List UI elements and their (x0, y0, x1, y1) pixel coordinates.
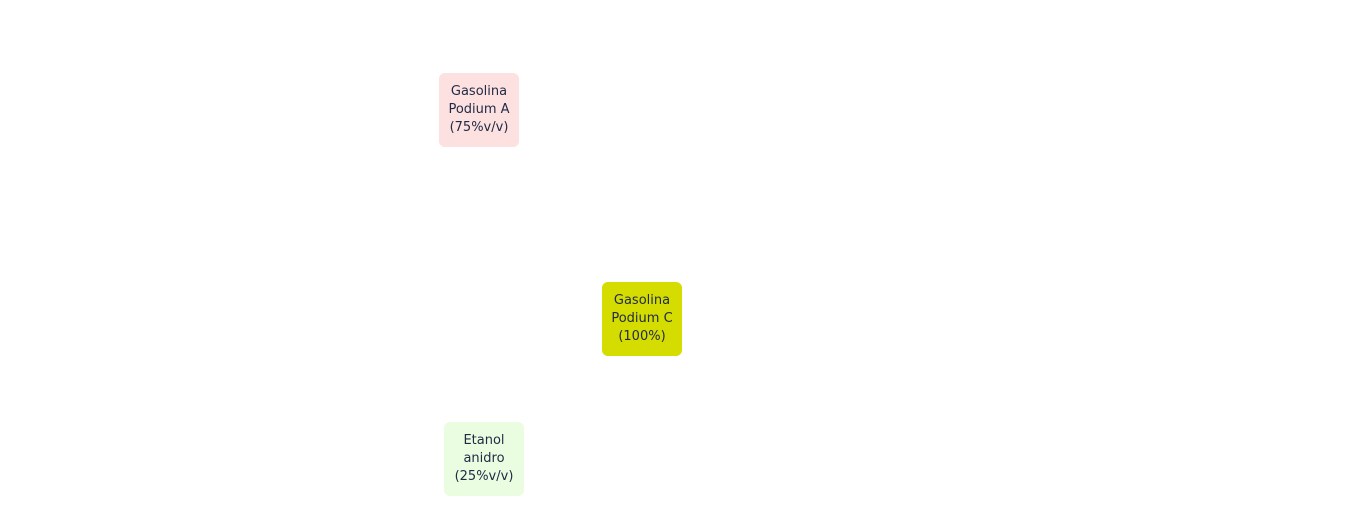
node-label-line: Podium A (448, 102, 510, 117)
node-label-line: (100%) (618, 329, 666, 344)
node-label-line: anidro (463, 451, 505, 466)
node-label-line: (25%v/v) (454, 469, 514, 484)
node-label-line: Gasolina (450, 84, 508, 99)
node-label-line: Gasolina (613, 293, 671, 308)
node-label-line: (75%v/v) (449, 120, 509, 135)
node-label-line: Etanol (463, 433, 505, 448)
node-gasolina-podium-c: Gasolina Podium C (100%) (602, 282, 682, 356)
node-label-line: Podium C (611, 311, 673, 326)
node-gasolina-podium-a: Gasolina Podium A (75%v/v) (439, 73, 519, 147)
node-etanol-anidro: Etanol anidro (25%v/v) (444, 422, 524, 496)
